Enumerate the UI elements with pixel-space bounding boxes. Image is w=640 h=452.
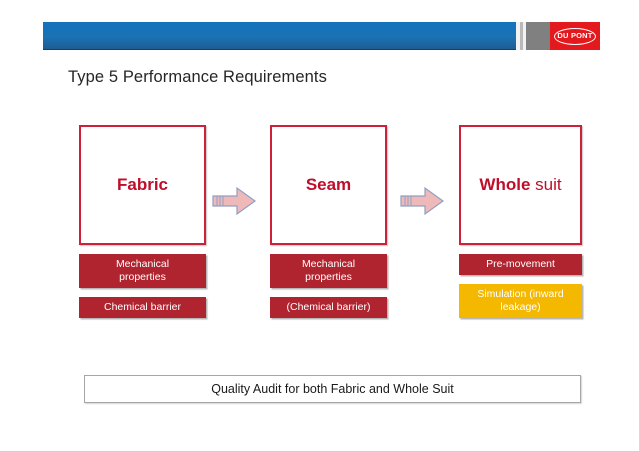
chip-line: Mechanical xyxy=(115,258,170,270)
stage-box-label-fabric: Fabric xyxy=(116,175,169,195)
chip-fabric-chemical-barrier[interactable]: Chemical barrier xyxy=(79,297,206,319)
arrow-fabric-to-seam xyxy=(212,186,256,216)
stage-box-label-whole-suit: Whole suit xyxy=(479,175,561,195)
stage-seam: Seam Mechanical properties (Chemical bar… xyxy=(270,125,387,319)
header-gray-bar xyxy=(526,22,550,50)
chip-line: properties xyxy=(119,271,166,284)
page-title: Type 5 Performance Requirements xyxy=(68,68,327,86)
stage-box-fabric[interactable]: Fabric xyxy=(79,125,206,245)
header-blue-bar xyxy=(43,22,516,50)
stage-box-label-seam: Seam xyxy=(305,175,352,195)
header-separator-dark xyxy=(520,22,523,50)
header-separator-light-2 xyxy=(523,22,526,50)
quality-audit-label: Quality Audit for both Fabric and Whole … xyxy=(211,382,454,396)
chip-fabric-mechanical-properties[interactable]: Mechanical properties xyxy=(79,254,206,289)
chip-line: leakage) xyxy=(500,301,541,314)
chip-seam-chemical-barrier[interactable]: (Chemical barrier) xyxy=(270,297,387,319)
chip-whole-suit-pre-movement[interactable]: Pre-movement xyxy=(459,254,582,276)
stage-box-label-whole-suit-regular: suit xyxy=(530,175,562,195)
chip-whole-suit-simulation[interactable]: Simulation (inward leakage) xyxy=(459,284,582,319)
quality-audit-banner[interactable]: Quality Audit for both Fabric and Whole … xyxy=(84,375,581,403)
chip-line: (Chemical barrier) xyxy=(286,301,371,314)
stage-whole-suit: Whole suit Pre-movement Simulation (inwa… xyxy=(459,125,582,319)
chip-line: Chemical barrier xyxy=(103,301,182,314)
chip-line: Pre-movement xyxy=(486,258,555,270)
header-separator-light-1 xyxy=(516,22,520,50)
header-band: DU PONT xyxy=(43,22,600,50)
arrow-seam-to-whole-suit xyxy=(400,186,444,216)
chip-seam-mechanical-properties[interactable]: Mechanical properties xyxy=(270,254,387,289)
dupont-logo-text: DU PONT xyxy=(557,31,593,41)
dupont-logo: DU PONT xyxy=(550,22,600,50)
stage-box-label-whole-suit-bold: Whole xyxy=(479,175,531,195)
stage-fabric: Fabric Mechanical properties Chemical ba… xyxy=(79,125,206,319)
stage-box-seam[interactable]: Seam xyxy=(270,125,387,245)
chip-line: Mechanical xyxy=(301,258,356,270)
dupont-logo-oval: DU PONT xyxy=(554,27,596,45)
stage-box-whole-suit[interactable]: Whole suit xyxy=(459,125,582,245)
chip-line: Simulation (inward xyxy=(477,288,564,301)
chip-line: properties xyxy=(305,271,352,284)
